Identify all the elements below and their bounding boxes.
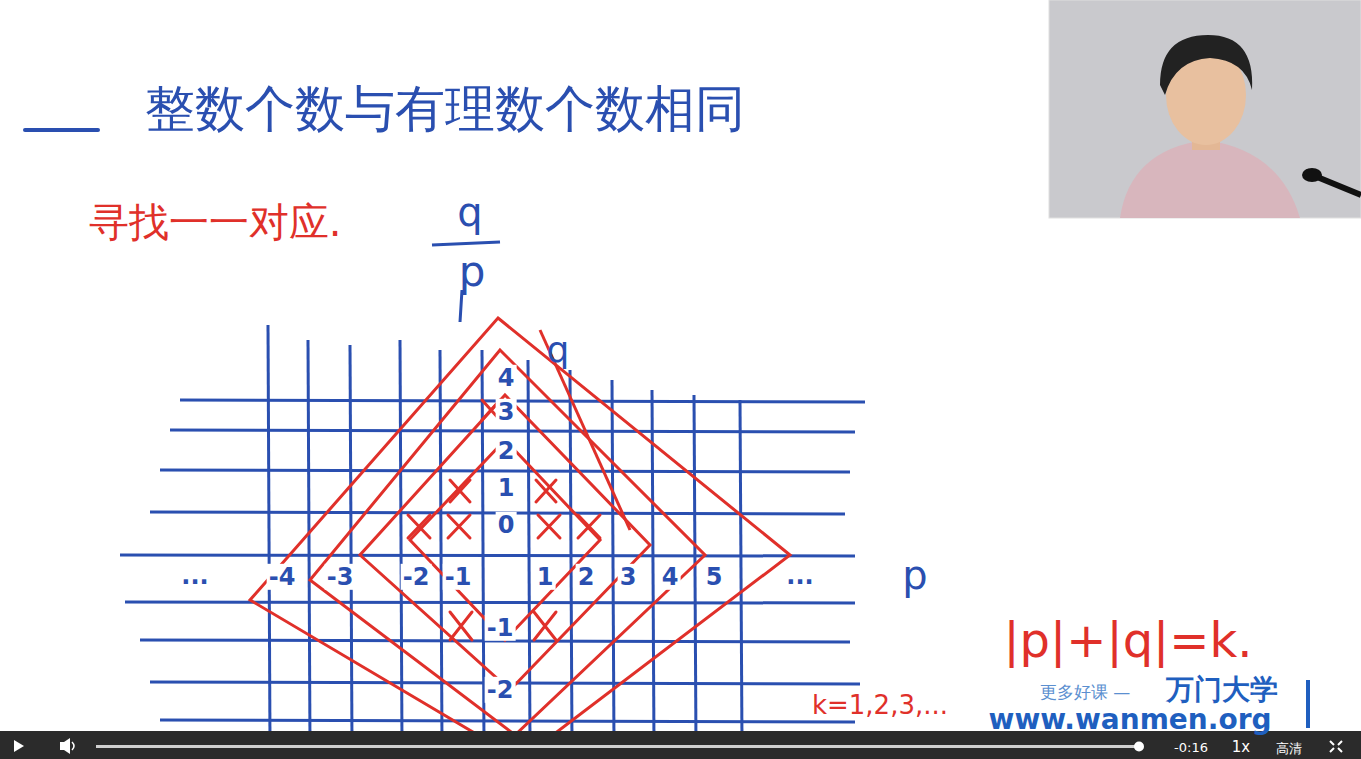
formula: |p|+|q|=k. xyxy=(1003,614,1252,667)
axis-number: -2 xyxy=(485,677,516,703)
axis-number: 4 xyxy=(496,365,517,391)
axis-number: 3 xyxy=(618,564,639,590)
quality-button: 高清 xyxy=(1276,742,1302,756)
time-remaining: -0:16 xyxy=(1174,741,1208,755)
watermark: 万门大学 xyxy=(1166,675,1278,706)
axis-number: 2 xyxy=(496,438,517,464)
watermark: 更多好课 — xyxy=(1040,683,1130,702)
title: 整数个数与有理数个数相同 xyxy=(145,82,745,137)
axis-number: 3 xyxy=(496,399,517,425)
formula: k=1,2,3,... xyxy=(812,691,948,720)
watermark: www.wanmen.org xyxy=(989,705,1272,736)
axis-ellipsis: ... xyxy=(179,563,210,589)
axis-number: 0 xyxy=(496,512,517,538)
axis-number: 1 xyxy=(496,475,517,501)
axis-number: 4 xyxy=(660,564,681,590)
speed-button: 1x xyxy=(1232,739,1250,756)
axis-number: 2 xyxy=(576,564,597,590)
axis-number: -4 xyxy=(267,564,298,590)
axis-ellipsis: ... xyxy=(784,563,815,589)
axis-number: -3 xyxy=(325,564,356,590)
axis-number: -2 xyxy=(401,564,432,590)
heading-note: 寻找一一对应. xyxy=(89,200,342,244)
axis-label: q xyxy=(547,330,570,370)
axis-number: -1 xyxy=(443,564,474,590)
axis-number: 5 xyxy=(704,564,725,590)
fraction-numerator: q xyxy=(457,190,482,234)
axis-number: 1 xyxy=(535,564,556,590)
fraction-denominator: p xyxy=(459,249,486,295)
axis-label: p xyxy=(902,553,927,597)
axis-number: -1 xyxy=(485,615,516,641)
